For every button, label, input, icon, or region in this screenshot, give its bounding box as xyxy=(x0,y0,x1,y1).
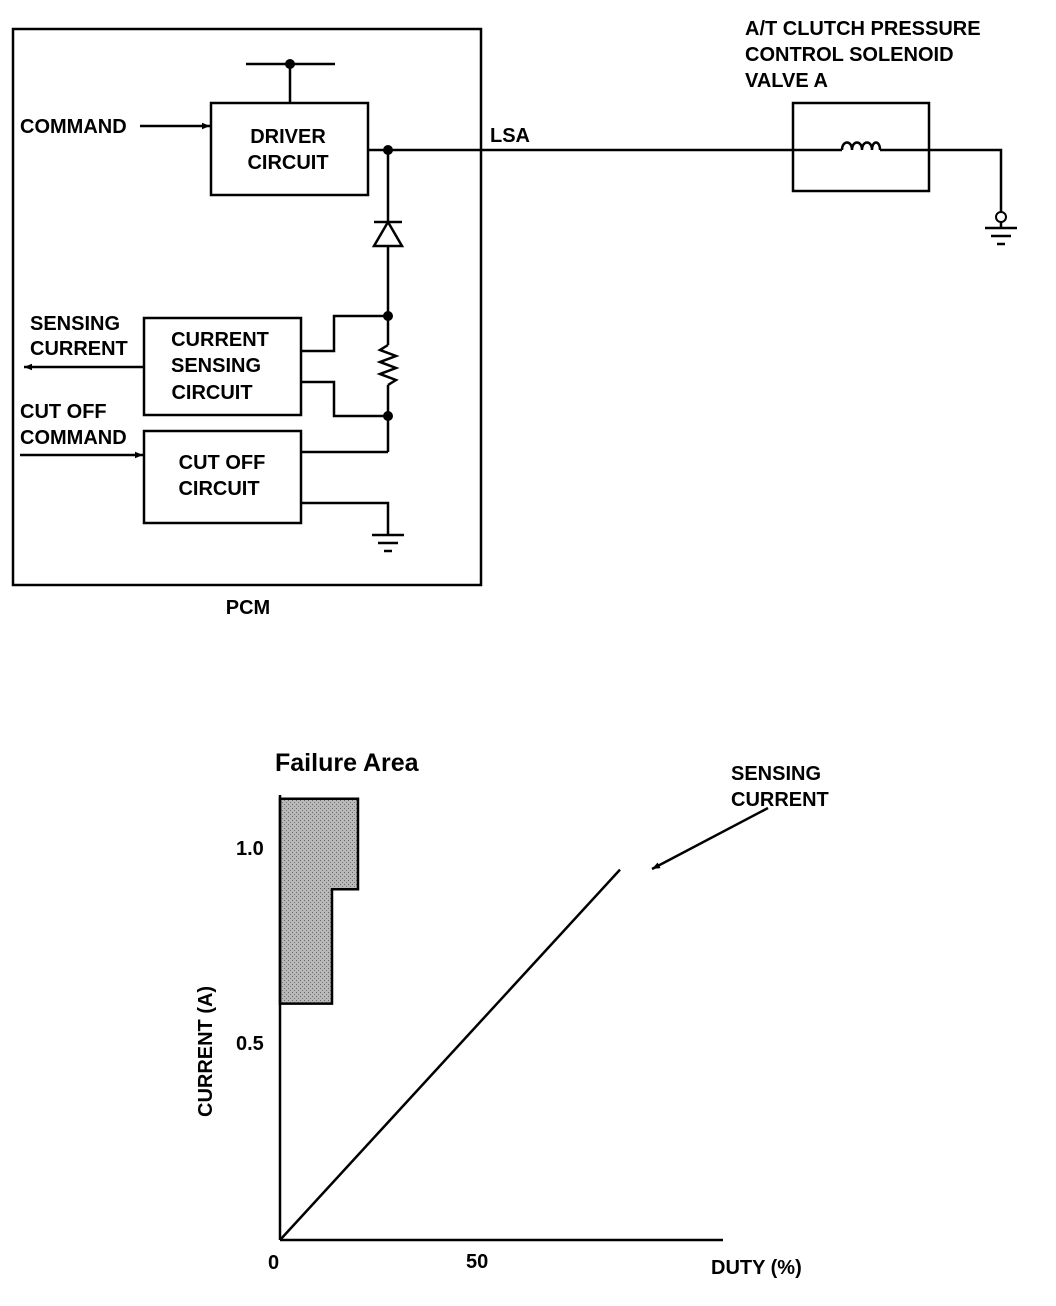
cutoff-command-label-1: CUT OFF xyxy=(20,401,107,423)
cutoff-command-label-2: COMMAND xyxy=(20,427,127,449)
cutoff-circuit-block xyxy=(142,429,303,525)
driver-label-1: DRIVER xyxy=(250,126,326,148)
y-tick-label-1: 1.0 xyxy=(236,838,264,860)
sensing-current-line xyxy=(279,868,621,1241)
annotation-label-2: CURRENT xyxy=(731,789,829,811)
failure-area xyxy=(278,797,360,1005)
sensing-label-2: SENSING xyxy=(171,355,261,377)
lsa-label: LSA xyxy=(490,125,530,147)
diode-symbol xyxy=(371,219,405,248)
sensing-label-3: CIRCUIT xyxy=(171,382,252,404)
driver-circuit-block xyxy=(209,101,370,197)
sensing-label-1: CURRENT xyxy=(171,329,269,351)
x-axis-label: DUTY (%) xyxy=(711,1257,802,1279)
resistor-symbol xyxy=(376,343,400,387)
y-tick-label-2: 0.5 xyxy=(236,1033,264,1055)
solenoid-label-2: CONTROL SOLENOID xyxy=(745,44,954,66)
x-tick-label-2: 50 xyxy=(466,1251,488,1273)
pcm-boundary xyxy=(11,27,483,587)
solenoid-coil-icon xyxy=(840,141,882,151)
pcm-label: PCM xyxy=(226,597,270,619)
driver-label-2: CIRCUIT xyxy=(247,152,328,174)
y-axis-label: CURRENT (A) xyxy=(195,986,217,1117)
circuit-diagram: PCM DRIVER CIRCUIT COMMAND LSA CURR xyxy=(11,18,1017,619)
sensing-current-out-label-1: SENSING xyxy=(30,313,120,335)
annotation-arrow xyxy=(651,806,769,871)
pcm-ground-symbol xyxy=(372,533,404,553)
cutoff-label-1: CUT OFF xyxy=(179,452,266,474)
x-tick-label-1: 0 xyxy=(268,1252,279,1274)
command-label: COMMAND xyxy=(20,116,127,138)
annotation-label-1: SENSING xyxy=(731,763,821,785)
current-duty-chart: Failure Area 1.0 0.5 0 50 DUTY (%) CURRE… xyxy=(195,749,829,1279)
solenoid-label-3: VALVE A xyxy=(745,70,828,92)
cutoff-label-2: CIRCUIT xyxy=(178,478,259,500)
solenoid-ground-symbol xyxy=(985,211,1017,246)
chart-title: Failure Area xyxy=(275,749,420,777)
solenoid-valve-box xyxy=(791,101,931,193)
sensing-current-out-label-2: CURRENT xyxy=(30,338,128,360)
solenoid-label-1: A/T CLUTCH PRESSURE xyxy=(745,18,981,40)
current-sensing-block xyxy=(142,316,303,417)
